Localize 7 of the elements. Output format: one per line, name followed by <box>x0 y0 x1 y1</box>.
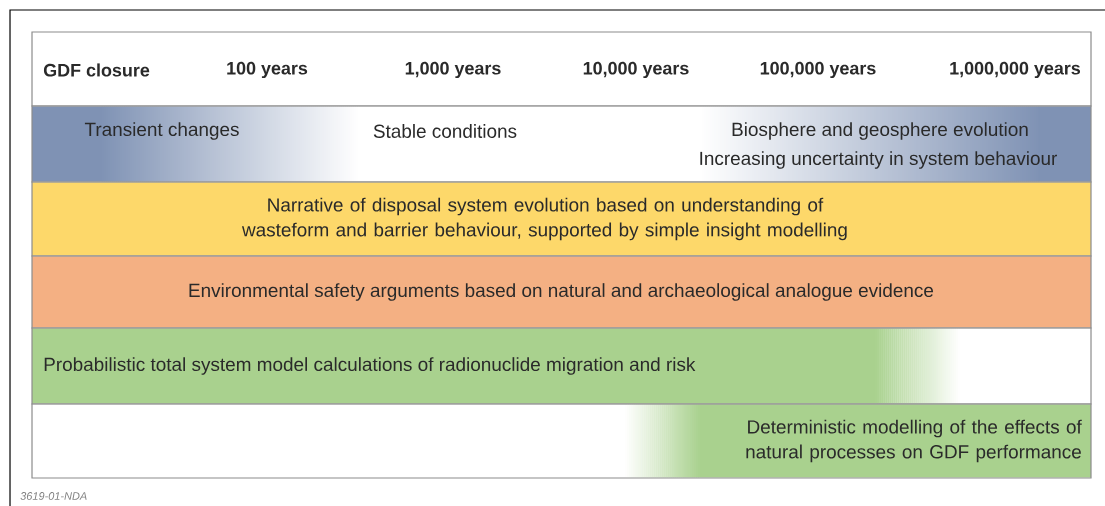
timeline-band: Deterministic modelling of the effects of natural processes on GDF performance <box>31 403 1092 479</box>
timeline-band: Environmental safety arguments based on natural and archaeological analogue evidence <box>31 255 1092 329</box>
timeline-band: Narrative of disposal system evolution based on understanding of wasteform and barrier behaviour, supported by simple insight modelling <box>31 181 1092 257</box>
timeline-band: GDF closure 100 years 1,000 years 10,000 years 100,000 years 1,000,000 years <box>31 31 1092 107</box>
timeline-band: Probabilistic total system model calculations of radionuclide migration and risk <box>31 327 1092 405</box>
figure-code: 3619-01-NDA <box>20 492 87 500</box>
timeline-band: Transient changes Stable conditions Biosphere and geosphere evolution Increasing uncertainty in system behaviour <box>31 105 1092 183</box>
